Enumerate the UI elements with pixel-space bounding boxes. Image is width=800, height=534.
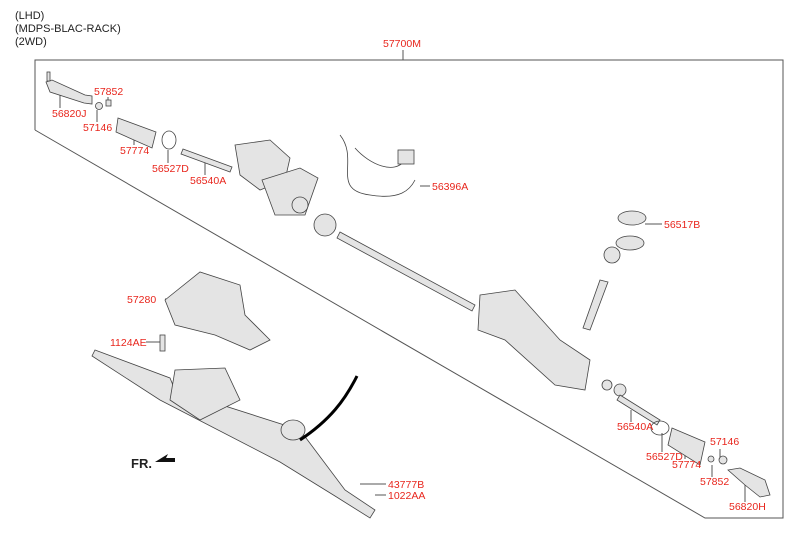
- part-label[interactable]: 57146: [710, 436, 740, 448]
- connection-arc: [299, 375, 359, 442]
- header-line-drive: (2WD): [15, 36, 47, 48]
- assembled-pinion-housing: [280, 419, 306, 441]
- lock-nut-right: [718, 455, 728, 465]
- part-label[interactable]: 57146: [83, 122, 113, 134]
- bushing-right: [613, 383, 627, 397]
- bellows-left: [115, 117, 157, 149]
- part-label[interactable]: 56396A: [432, 181, 469, 193]
- rack-bar: [336, 231, 476, 312]
- ball-stud-left: [46, 71, 51, 82]
- part-label[interactable]: 57774: [120, 145, 150, 157]
- header-line-variant: (MDPS-BLAC-RACK): [15, 23, 121, 35]
- part-label[interactable]: 56527D: [152, 163, 189, 175]
- part-label[interactable]: 56820H: [729, 501, 766, 513]
- pinion-seal-lower: [615, 235, 645, 251]
- rack-housing-right: [477, 289, 591, 391]
- part-label[interactable]: 57774: [672, 459, 702, 471]
- spacer-right: [601, 379, 613, 391]
- pinion-seal-upper: [617, 210, 647, 226]
- assembled-motor: [169, 367, 241, 421]
- clip-left: [105, 99, 112, 107]
- front-arrow-icon: [155, 454, 175, 462]
- wiring-harness: [339, 134, 416, 197]
- part-label[interactable]: 56527D: [646, 451, 683, 463]
- part-label[interactable]: 57852: [700, 476, 730, 488]
- header-line-lhd: (LHD): [15, 10, 45, 22]
- part-label[interactable]: 57280: [127, 294, 157, 306]
- part-label[interactable]: 57852: [94, 86, 124, 98]
- inner-tie-rod-left: [180, 148, 233, 173]
- belt-pulley: [291, 196, 309, 214]
- lock-nut-left: [95, 102, 103, 110]
- harness-connector: [397, 149, 415, 165]
- part-label[interactable]: 1124AE: [110, 337, 147, 349]
- part-label[interactable]: 56540A: [617, 421, 654, 433]
- part-label[interactable]: 56820J: [52, 108, 87, 120]
- band-left: [161, 130, 177, 150]
- heat-cover: [164, 271, 271, 351]
- part-label[interactable]: 1022AA: [388, 490, 426, 502]
- mounting-bolt: [159, 334, 166, 352]
- band-right: [650, 420, 670, 436]
- bearing: [313, 213, 337, 237]
- front-direction-label: FR.: [131, 456, 152, 471]
- assembly-label[interactable]: 57700M: [383, 38, 421, 50]
- part-label[interactable]: 43777B: [388, 479, 425, 491]
- bellows-right: [667, 427, 706, 466]
- part-label[interactable]: 56540A: [190, 175, 227, 187]
- assembled-rack: [91, 349, 376, 519]
- assembly-frame: [34, 59, 784, 519]
- inner-tie-rod-right: [616, 394, 661, 426]
- tie-rod-end-left: [45, 79, 93, 105]
- pinion-shaft: [582, 279, 609, 331]
- part-label[interactable]: 56517B: [664, 219, 701, 231]
- tie-rod-end-right: [727, 467, 771, 498]
- pinion-bearing: [603, 246, 621, 264]
- clip-right: [707, 455, 715, 463]
